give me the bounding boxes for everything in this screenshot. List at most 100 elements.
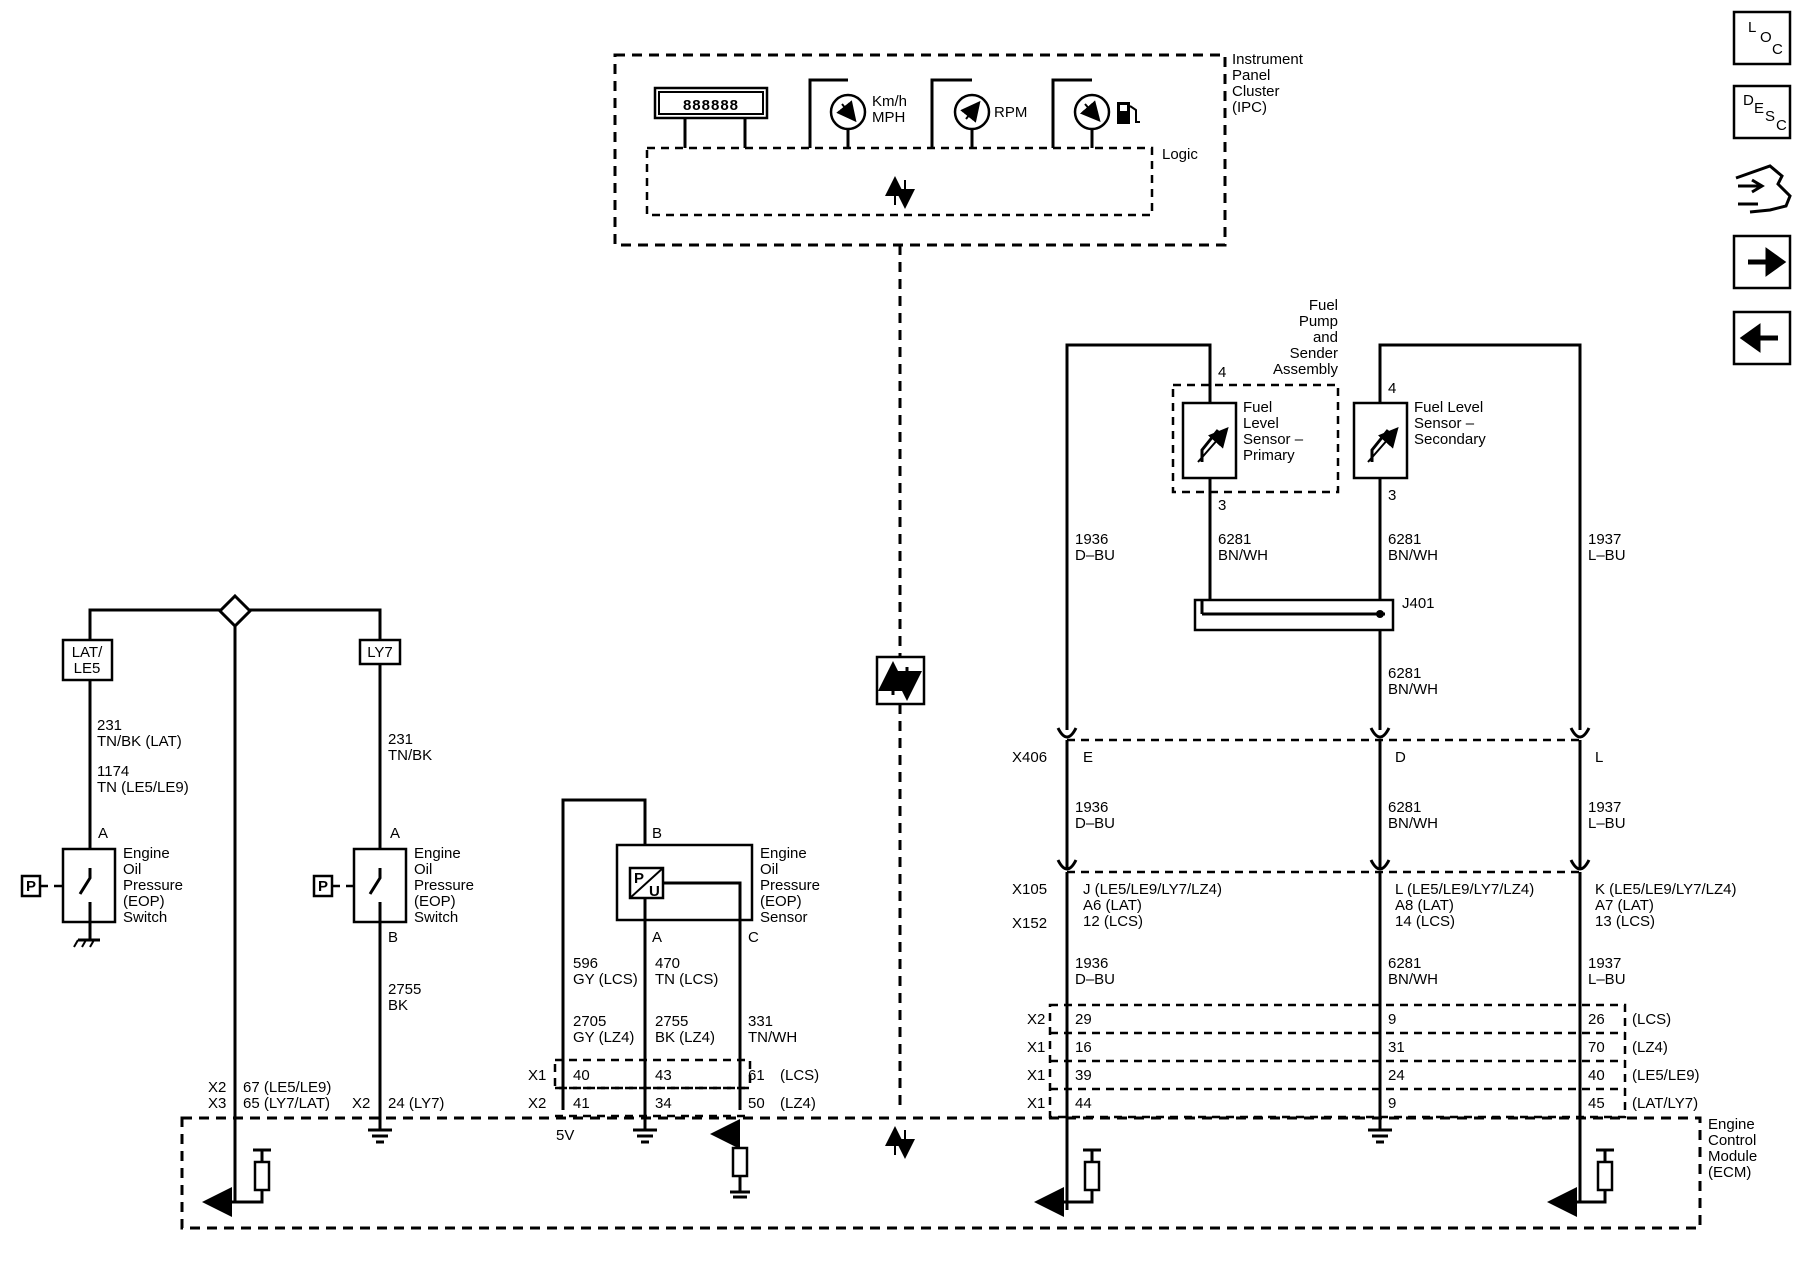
ecm-title-1: Engine: [1708, 1116, 1755, 1133]
conn-x152-label: X152: [1012, 915, 1047, 932]
fuel-sensor-secondary: [1352, 401, 1409, 480]
connector-x105: [1056, 859, 1591, 874]
sensor-pin-a: A: [652, 929, 662, 946]
col3-line1: K (LE5/LE9/LY7/LZ4): [1595, 881, 1736, 898]
wire-2755-lz4: 2755: [655, 1013, 688, 1030]
desc-letter-c: C: [1776, 117, 1787, 134]
x406-pin-l: L: [1595, 749, 1603, 766]
pressure-transducer-icon: P U: [628, 866, 665, 900]
wire-tnbk-lat: TN/BK (LAT): [97, 733, 182, 750]
fuel-sensor-primary: [1181, 401, 1238, 480]
sensor-ground-icon: [633, 1128, 657, 1144]
primary-pin-4: 4: [1218, 364, 1226, 381]
pressure-port-left-icon: [20, 874, 42, 898]
splice-label: J401: [1402, 595, 1435, 612]
assembly-label-5: Assembly: [1273, 361, 1339, 378]
switch-right-pin-a: A: [390, 825, 400, 842]
wire-1937-top: 1937: [1588, 531, 1621, 548]
ecm-row3-opt: (LE5/LE9): [1632, 1067, 1700, 1084]
desc-button[interactable]: D E S C: [1732, 84, 1792, 140]
sensor-opt-lz4: (LZ4): [780, 1095, 816, 1112]
wire-gy-lz4: GY (LZ4): [573, 1029, 634, 1046]
next-page-button[interactable]: [1732, 234, 1792, 290]
wire-dbu-top: D–BU: [1075, 547, 1115, 564]
pressure-port-right-icon: [312, 874, 334, 898]
ecm-row3-pin3: 40: [1588, 1067, 1605, 1084]
primary-pin-3: 3: [1218, 497, 1226, 514]
wire-dbu-low: D–BU: [1075, 971, 1115, 988]
pressure-port-right-label: P: [318, 878, 328, 895]
desc-letter-e: E: [1754, 100, 1764, 117]
ecm-row1-pin3: 26: [1588, 1011, 1605, 1028]
ipc-title-line4: (IPC): [1232, 99, 1267, 116]
svg-text:P: P: [634, 870, 644, 887]
desc-letter-s: S: [1765, 108, 1775, 125]
switch-right-label-2: Oil: [414, 861, 432, 878]
ecm-row2-conn: X1: [1027, 1039, 1045, 1056]
pullup-resistor-2-icon: [1034, 1148, 1101, 1217]
odometer-inner: [658, 91, 764, 115]
ecm-row3-pin1: 39: [1075, 1067, 1092, 1084]
chassis-ground-icon: [73, 922, 100, 948]
wire-lbu-low: L–BU: [1588, 971, 1626, 988]
ecm-serial-data-icon: [885, 1126, 915, 1159]
ecm-title-4: (ECM): [1708, 1164, 1751, 1181]
wire-6281-low: 6281: [1388, 955, 1421, 972]
sensor-label-4: (EOP): [760, 893, 802, 910]
switch-left-label-2: Oil: [123, 861, 141, 878]
ipc-outline: [613, 53, 1227, 247]
desc-letter-d: D: [1743, 92, 1754, 109]
ipc-serial-data-icon: [885, 176, 915, 209]
fuel-pump-icon: [1117, 102, 1140, 124]
col1-line2: A6 (LAT): [1083, 897, 1142, 914]
pullup-resistor-1-icon: [202, 1148, 271, 1217]
sensor-conn-x2: X2: [528, 1095, 546, 1112]
previous-page-button[interactable]: [1732, 310, 1792, 366]
pin-50-lz4: 50: [748, 1095, 765, 1112]
switch-left-label-4: (EOP): [123, 893, 165, 910]
pin-43-lcs: 43: [655, 1067, 672, 1084]
ecm-row3-pin2: 24: [1388, 1067, 1405, 1084]
switch-right-label-1: Engine: [414, 845, 461, 862]
wire-bnwh-low: BN/WH: [1388, 971, 1438, 988]
wire-bnwh-mid: BN/WH: [1388, 815, 1438, 832]
wire-596: 596: [573, 955, 598, 972]
switch-left-label-1: Engine: [123, 845, 170, 862]
wire-tnwh: TN/WH: [748, 1029, 797, 1046]
sensor-label-2: Oil: [760, 861, 778, 878]
loc-letter-o: O: [1760, 29, 1772, 46]
eop-sensor-section: B P U A C Engine Oil Pressure (EOP) Sens…: [528, 798, 820, 1199]
conn-x406-label: X406: [1012, 749, 1047, 766]
vehicle-service-icon[interactable]: [1734, 160, 1792, 216]
x406-pin-d: D: [1395, 749, 1406, 766]
wire-231-left: 231: [97, 717, 122, 734]
ecm-connector-rows: [1048, 1003, 1627, 1119]
wire-1936-low: 1936: [1075, 955, 1108, 972]
wire-6281-mid: 6281: [1388, 799, 1421, 816]
sensor-label-1: Engine: [760, 845, 807, 862]
wire-6281-secondary: 6281: [1388, 531, 1421, 548]
wire-tn-le5le9: TN (LE5/LE9): [97, 779, 189, 796]
wire-gy-lcs: GY (LCS): [573, 971, 638, 988]
instrument-panel-cluster: 888888 Km/h MPH RPM Logic Instrument Pan…: [613, 51, 1304, 247]
wire-lbu-mid: L–BU: [1588, 815, 1626, 832]
wire-bnwh-splice: BN/WH: [1388, 681, 1438, 698]
assembly-label-4: Sender: [1290, 345, 1338, 362]
switch-right-label-3: Pressure: [414, 877, 474, 894]
sensor-label-3: Pressure: [760, 877, 820, 894]
wire-6281-primary: 6281: [1218, 531, 1251, 548]
wire-231-right: 231: [388, 731, 413, 748]
sensor-pin-c: C: [748, 929, 759, 946]
conn-x3-left: X3: [208, 1095, 226, 1112]
assembly-label-1: Fuel: [1309, 297, 1338, 314]
wire-bnwh-primary: BN/WH: [1218, 547, 1268, 564]
switch-left-pin-a: A: [98, 825, 108, 842]
option-le5-label: LE5: [74, 660, 101, 677]
ecm-title-2: Control: [1708, 1132, 1756, 1149]
secondary-label-2: Sensor –: [1414, 415, 1475, 432]
secondary-pin-4: 4: [1388, 380, 1396, 397]
loc-button[interactable]: L O C: [1732, 10, 1792, 66]
switch-left-label-3: Pressure: [123, 877, 183, 894]
pin-41-lz4: 41: [573, 1095, 590, 1112]
wire-470: 470: [655, 955, 680, 972]
